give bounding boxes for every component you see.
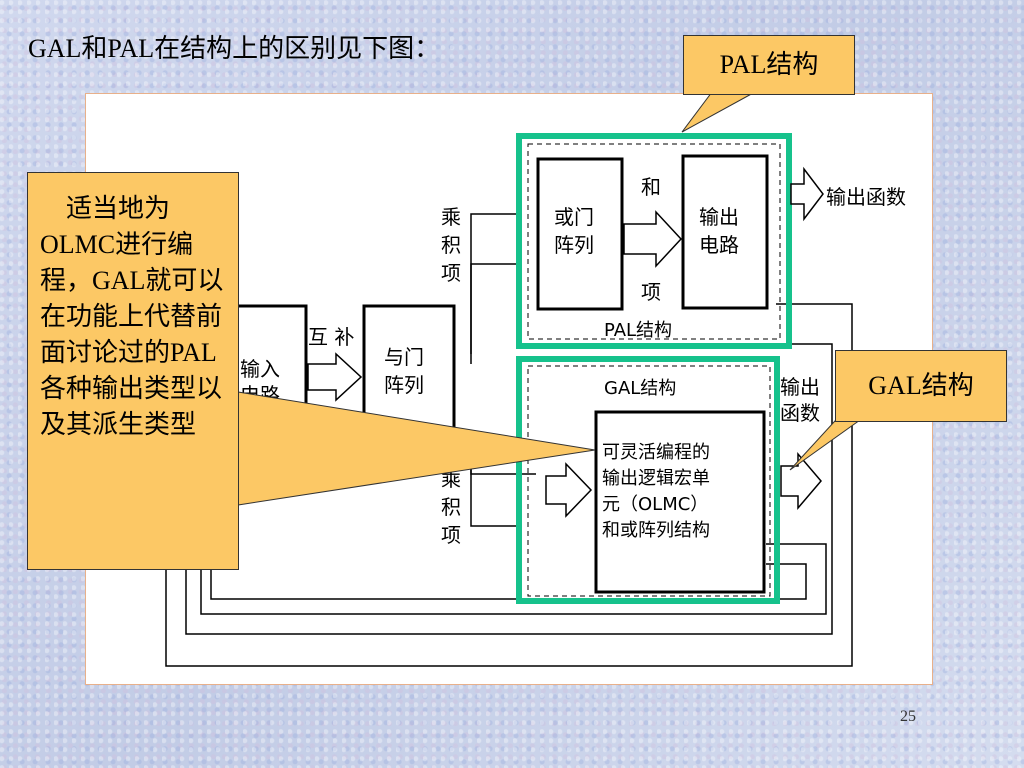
output-function-label: 输出函数 [826,185,906,209]
sum-arrow [623,210,683,268]
sum-label: 和 [641,175,661,199]
pal-highlight-box [516,133,792,349]
olmc-block [594,410,766,594]
output-circuit-block [681,154,769,310]
pal-inner-label: PAL结构 [604,320,672,341]
gal-structure-callout: GAL结构 [835,350,1007,422]
complement-label: 互 补 [308,325,354,349]
and-array-block [362,304,456,436]
olmc-block-label: 可灵活编程的 输出逻辑宏单 元（OLMC） 和或阵列结构 [602,442,716,541]
or-array-block [536,157,624,311]
term-label: 项 [641,280,661,304]
pal-output-arrow [790,166,824,222]
page-number: 25 [900,708,916,725]
or-array-label: 或门 阵列 [554,205,600,257]
gal-output-function-label: 输出 函数 [780,375,826,425]
gal-input-arrow [545,462,593,518]
olmc-callout-tail [237,391,596,506]
pal-callout-tail [681,91,756,133]
and-array-label: 与门 阵列 [384,345,430,397]
pal-structure-callout: PAL结构 [683,35,855,95]
gal-highlight-box [516,356,780,604]
pal-dashed-box [527,143,781,340]
olmc-note-callout: 适当地为OLMC进行编程，GAL就可以在功能上代替前面讨论过的PAL各种输出类型… [27,172,239,570]
complement-arrow [307,352,363,402]
slide-title: GAL和PAL在结构上的区别见下图： [28,34,441,63]
output-circuit-label: 输出 电路 [699,205,745,257]
gal-dashed-box [527,365,771,597]
gal-inner-label: GAL结构 [604,378,676,399]
product-terms-label: 乘 积 项 [441,205,467,285]
